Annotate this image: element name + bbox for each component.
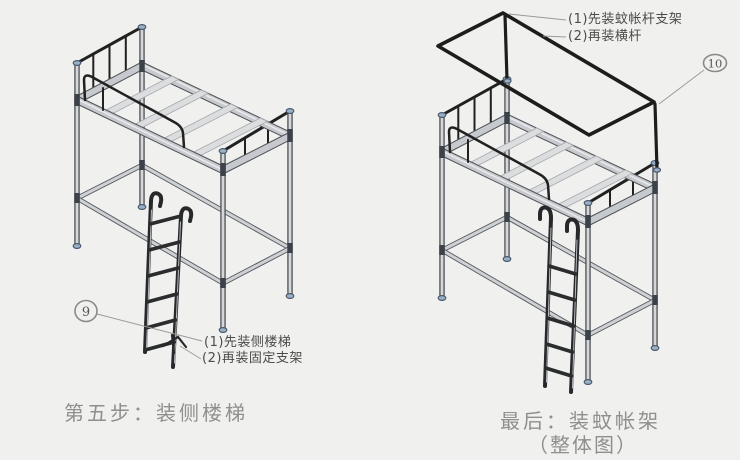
callout-10: 10: [702, 53, 728, 73]
left-label-step1: (1)先装侧楼梯: [204, 335, 292, 350]
net-pole-right: [653, 102, 659, 171]
net-frame-top: [436, 11, 656, 137]
right-label-step2: (2)再装横杆: [568, 29, 642, 44]
attached-ladder: [538, 205, 581, 394]
free-standing-ladder: [143, 191, 194, 369]
left-figure-leaders: [96, 313, 203, 360]
net-pole-left: [503, 13, 509, 82]
right-label-step1: (1)先装蚊帐杆支架: [568, 12, 683, 27]
left-bed-frame: [73, 25, 294, 333]
left-figure-caption: 第五步：装侧楼梯: [64, 401, 248, 425]
callout-9-number: 9: [82, 305, 90, 320]
left-label-step2: (2)再装固定支架: [202, 351, 303, 366]
right-figure-caption-line1: 最后：装蚊帐架: [500, 409, 661, 433]
mosquito-net-frame: [436, 11, 662, 173]
ladder-fixing-bracket: [161, 333, 188, 355]
right-figure-leaders: [508, 13, 705, 105]
callout-10-number: 10: [708, 57, 723, 71]
callout-9: 9: [74, 299, 98, 323]
right-figure-caption-line2: （整体图）: [528, 433, 638, 457]
